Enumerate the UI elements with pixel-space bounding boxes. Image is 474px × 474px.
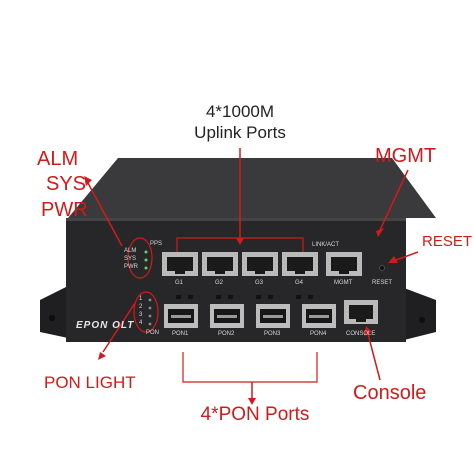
pon-port-4 (302, 304, 336, 328)
right-mounting-ear (404, 288, 436, 340)
uplink-label-g3: G3 (255, 280, 264, 286)
reset-port-label: RESET (372, 280, 393, 286)
led-label-alm: ALM (124, 248, 137, 254)
mgmt-port (326, 252, 362, 276)
reset-button (379, 265, 385, 271)
uplink-port-g2 (202, 252, 238, 276)
pon-led-number-2: 2 (139, 304, 143, 310)
uplink-port-g3 (242, 252, 278, 276)
console-port-label: CONSOLE (346, 331, 376, 337)
uplink-label-g2: G2 (215, 280, 224, 286)
console-callout: Console (353, 382, 427, 404)
reset-callout: RESET (422, 233, 473, 250)
alm-callout: ALM (37, 148, 79, 170)
uplink-callout-count: 4*1000M (205, 102, 275, 121)
led-label-sys: SYS (124, 256, 137, 262)
led-label-pwr: PWR (124, 264, 138, 270)
link-act-label: LINK/ACT (312, 242, 340, 248)
uplink-port-g4 (282, 252, 318, 276)
left-mounting-ear (40, 286, 68, 338)
pon-port-label-3: PON3 (264, 331, 281, 337)
sys-callout: SYS (46, 173, 87, 195)
uplink-callout-title: Uplink Ports (194, 123, 286, 142)
pon-port-2 (210, 304, 244, 328)
pon-led-label: PON (146, 330, 160, 336)
mgmt-callout: MGMT (375, 145, 437, 167)
device-brand-label: EPON OLT (76, 320, 135, 331)
led-top-label: PPS (150, 241, 163, 247)
uplink-port-g1 (162, 252, 198, 276)
pon-light-callout: PON LIGHT (44, 373, 136, 392)
pon-led-number-3: 3 (139, 312, 143, 318)
pon-ports-callout: 4*PON Ports (200, 404, 310, 425)
pwr-callout: PWR (41, 199, 88, 221)
pon-port-1 (164, 304, 198, 328)
pon-led-number-1: 1 (139, 296, 143, 302)
pon-port-label-1: PON1 (172, 331, 189, 337)
uplink-label-g1: G1 (175, 280, 184, 286)
pon-port-label-2: PON2 (218, 331, 235, 337)
pon-port-label-4: PON4 (310, 331, 327, 337)
uplink-label-g4: G4 (295, 280, 304, 286)
console-port (344, 300, 378, 324)
pon-port-3 (256, 304, 290, 328)
pon-led-number-4: 4 (139, 320, 143, 326)
mgmt-port-label: MGMT (334, 280, 353, 286)
chassis-top (68, 158, 436, 218)
